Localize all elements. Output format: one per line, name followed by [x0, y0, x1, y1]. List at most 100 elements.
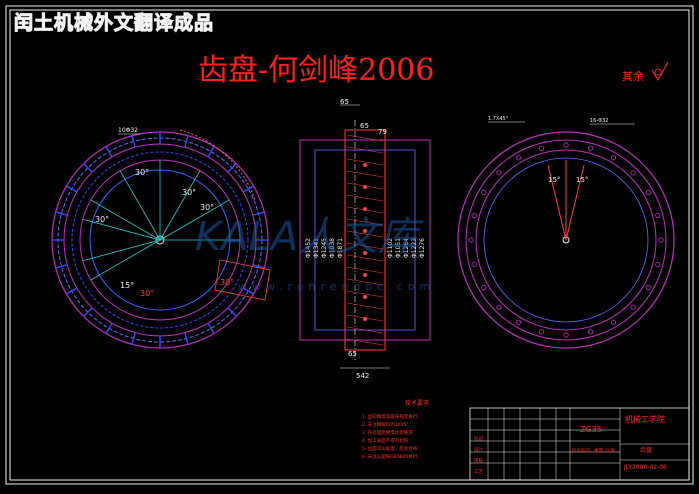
right-callout: 1.7X45°: [488, 116, 509, 122]
right-bolt-hole: [563, 142, 569, 148]
right-bolt-holes: [468, 142, 664, 338]
left-tooth-mark: [207, 146, 215, 158]
left-spoke-line: [159, 199, 230, 241]
hatch-line: [346, 290, 384, 298]
diameter-label: Φ1038: [329, 238, 336, 258]
bolt-hole-mark: [363, 317, 367, 321]
tech-note-line: 6. 未注公差按GB1804执行: [362, 453, 418, 460]
right-bolt-hole: [655, 261, 661, 268]
dim-label: 79: [378, 128, 387, 136]
hatch-line: [346, 134, 384, 142]
left-tooth-mark: [55, 264, 68, 269]
left-tooth-mark: [83, 307, 93, 317]
left-spoke-line: [82, 239, 161, 262]
right-bolt-hole: [481, 284, 487, 291]
bolt-hole-mark: [363, 163, 367, 167]
dim-label: 542: [356, 372, 369, 380]
diameter-label: Φ1871: [337, 238, 344, 258]
right-bolt-hole: [587, 329, 594, 335]
section-view: 65 65 79 65 542 Φ1452 Φ1341 Φ1245 Φ1038 …: [299, 98, 431, 380]
tech-note-line: 5. 齿面淬火处理，检验合格: [362, 445, 418, 452]
section-hatching: [346, 134, 384, 346]
tech-notes-heading: 技术要求: [405, 399, 429, 407]
left-view: 30° 30° 30° 30° 15° 30° 30° 10Φ32: [51, 127, 271, 349]
hatch-line: [346, 146, 384, 154]
left-spoke-line: [159, 170, 201, 241]
left-tooth-mark: [242, 185, 254, 193]
tech-note-line: 4. 加工表面不得有划伤: [362, 437, 409, 444]
right-bolt-hole: [538, 145, 545, 151]
right-bolt-hole: [481, 189, 487, 196]
tech-note-line: 3. 热处理后硬度达到要求: [362, 429, 413, 436]
dim-label: 65: [360, 122, 369, 130]
right-ring-2: [465, 139, 667, 341]
right-outer-ring: [457, 131, 675, 349]
left-angle-label: 30°: [140, 289, 154, 298]
tech-notes: 技术要求 1. 齿轮精度等级按规定执行 2. 未注倒角均为1X45° 3. 热处…: [362, 399, 429, 460]
diameter-label: Φ1102: [387, 238, 394, 258]
right-bolt-hole: [645, 284, 651, 291]
outer-frame: [5, 5, 694, 485]
finish-note: 其余: [622, 70, 644, 83]
section-hub: [344, 129, 386, 351]
title-block-row-label: 审核: [474, 457, 483, 464]
left-angle-label: 30°: [200, 203, 214, 212]
left-angle-label: 30°: [220, 278, 234, 287]
right-bolt-hole: [468, 237, 474, 243]
section-outline: [299, 139, 431, 341]
dim-label: 65: [348, 350, 357, 358]
left-tooth-mark: [184, 332, 189, 345]
diameter-label: Φ1051: [395, 238, 402, 258]
left-spoke-line: [90, 199, 161, 241]
diameter-label: Φ1245: [321, 238, 328, 258]
left-tooth-mark: [227, 307, 237, 317]
right-ring-4: [483, 157, 649, 323]
left-tooth-mark: [242, 287, 254, 295]
roughness-circle-icon: [654, 68, 662, 76]
left-tooth-mark: [83, 163, 93, 173]
watermark-top: 闰土机械外文翻译成品: [13, 12, 215, 35]
right-angle-line: [547, 164, 567, 241]
hatch-line: [346, 338, 384, 346]
title-block-material: ZG35: [580, 425, 602, 434]
right-angle-label: 15°: [576, 176, 588, 184]
left-spoke-line: [82, 218, 161, 241]
right-angle-line: [565, 164, 585, 241]
hatch-line: [346, 266, 384, 274]
diameter-label: Φ1223: [411, 238, 418, 258]
roughness-icon: [651, 61, 669, 81]
bolt-hole-mark: [363, 251, 367, 255]
bolt-hole-mark: [363, 185, 367, 189]
title-block-drawing-no: JLY2000-02-06: [623, 464, 667, 471]
right-bolt-hole: [563, 332, 569, 338]
title-block-row-label: 设计: [474, 446, 483, 453]
left-tooth-mark: [252, 264, 265, 269]
diameter-label: Φ1452: [305, 238, 312, 258]
left-tooth-mark: [227, 163, 237, 173]
left-tooth-mark: [105, 146, 113, 158]
right-bolt-hole: [610, 155, 617, 161]
right-bolt-hole: [630, 304, 636, 310]
left-tooth-mark: [66, 185, 78, 193]
left-angle-label: 30°: [135, 168, 149, 177]
hatch-line: [346, 242, 384, 250]
left-callout: 10Φ32: [118, 127, 138, 134]
bolt-hole-mark: [363, 229, 367, 233]
left-tooth-mark: [66, 287, 78, 295]
right-bolt-hole: [587, 145, 594, 151]
drawing-title: 齿盘-何剑峰2006: [198, 53, 435, 88]
right-bolt-hole: [515, 155, 522, 161]
left-angle-label: 30°: [182, 188, 196, 197]
title-block-mid-label: 阶段标记: [572, 447, 590, 454]
tech-note-line: 2. 未注倒角均为1X45°: [362, 421, 409, 428]
title-block-mid-label: 重量: [594, 447, 603, 454]
inner-frame: [9, 9, 690, 481]
right-angle-label: 15°: [548, 176, 560, 184]
left-tooth-mark: [207, 322, 215, 334]
right-bolt-hole: [496, 304, 502, 310]
right-bolt-hole: [610, 319, 617, 325]
watermark-url: www.renrendoc.com: [238, 280, 435, 293]
hatch-line: [346, 254, 384, 262]
